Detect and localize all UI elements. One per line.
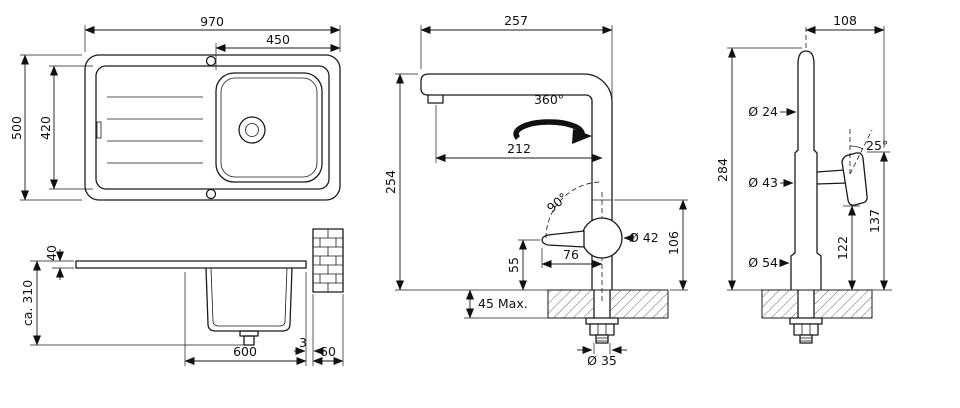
lever-handle [541,230,585,248]
tap-side-view: 360° 90° 257 212 254 55 76 [383,13,688,368]
dim-label-60: 60 [320,344,336,359]
dim-label-76: 76 [563,247,579,262]
dim-d42: Ø 42 [623,230,659,245]
dim-label-970: 970 [200,14,224,29]
swivel-arrowhead [572,129,592,144]
dim-122: 122 [835,205,860,291]
dim-label-40: 40 [44,245,59,261]
dim-label-ca310: ca. 310 [20,280,35,326]
bowl-inner-outline [220,77,318,178]
spout-outer-outline [428,73,613,291]
tap2-tilt-arc [849,145,864,150]
mixer-body-circle [581,217,623,259]
dim-3: 3 [294,294,325,366]
drain-inner [245,123,259,137]
dim-label-55: 55 [506,257,521,273]
sink-top-view: 970 450 500 420 [9,14,341,201]
lever-swing-arc [545,181,603,239]
dim-label-108: 108 [833,13,857,28]
dim-970: 970 [84,14,341,52]
tap2-mounting-nut [793,323,819,336]
dim-label-137: 137 [867,209,882,233]
dim-label-212: 212 [507,141,531,156]
threaded-tip [595,334,609,344]
spout-inner-outline [442,94,593,291]
dim-600: 600 [184,272,307,366]
sink-inner-rim [95,65,330,190]
dim-label-122: 122 [835,236,850,260]
dim-450: 450 [215,32,341,70]
tap2-lever-link-top [816,169,846,173]
tap2-lower-body-left [790,149,799,291]
mounting-nut [589,323,615,336]
tap-front-view: 25° 108 284 Ø 24 Ø 43 Ø 54 122 [715,13,892,344]
tap2-washer [789,317,823,325]
dim-label-106: 106 [666,231,681,255]
sink-side-view: 40 ca. 310 600 3 60 [20,228,344,366]
spout-tip [420,73,430,96]
dim-label-420: 420 [38,116,53,140]
bowl-section-inner [210,267,288,327]
dim-label-600: 600 [233,344,257,359]
dim-55: 55 [506,239,540,291]
overflow-slot [96,121,102,139]
bowl-outline [215,72,323,183]
dim-label-257: 257 [504,13,528,28]
tap2-lever-link-bottom [816,182,848,185]
tap2-counter-section [761,289,873,319]
dim-ca310: ca. 310 [20,260,254,346]
dim-420: 420 [38,65,93,190]
dim-212: 212 [435,105,603,163]
brick-wall [312,228,344,293]
tap2-lever-tilt-ref [849,129,873,175]
dim-label-25: 25° [866,138,888,153]
dim-label-d35: Ø 35 [587,353,617,368]
dim-60: 60 [312,294,344,366]
tap2-lower-body-right [813,149,822,291]
drain-outer [238,116,266,144]
aerator [427,94,444,104]
tap2-top-cap [797,50,815,65]
tap-hole-top [205,55,217,67]
tap-hole-bottom [205,188,217,200]
dim-label-d24: Ø 24 [748,104,778,119]
dim-76: 76 [541,247,603,268]
dim-d43: Ø 43 [748,175,794,190]
swivel-symbol [513,119,592,144]
dim-label-500: 500 [9,116,24,140]
tap2-threaded-tip [799,334,813,344]
tap-counter-section [547,289,669,319]
dim-label-3: 3 [299,335,307,350]
sink-outer-rim [84,54,341,201]
dim-d35: Ø 35 [577,343,627,368]
dim-label-90: 90° [544,190,571,216]
dim-257: 257 [420,13,613,98]
dim-label-360: 360° [534,92,564,107]
dim-45max: 45 Max. [464,289,548,319]
dim-label-254: 254 [383,170,398,194]
tap-shank-assembly [585,289,619,344]
dim-d54: Ø 54 [748,255,790,270]
dim-106: 106 [614,199,688,291]
dim-137: 137 [867,151,892,291]
bowl-section-outline [205,267,293,332]
drain-flange [239,330,259,337]
dim-d24: Ø 24 [748,104,797,119]
dim-284: 284 [715,47,802,291]
dim-label-d42: Ø 42 [629,230,659,245]
dim-500: 500 [9,54,82,201]
dim-label-d54: Ø 54 [748,255,778,270]
tap2-lever-grip [841,152,868,206]
washer [585,317,619,325]
dim-label-284: 284 [715,158,730,182]
dim-label-45max: 45 Max. [478,296,528,311]
drainboard-grooves [107,96,203,164]
dim-label-450: 450 [266,32,290,47]
dim-108: 108 [805,13,885,148]
tap2-shank-assembly [789,289,823,344]
dim-label-d43: Ø 43 [748,175,778,190]
dim-40: 40 [30,245,74,280]
